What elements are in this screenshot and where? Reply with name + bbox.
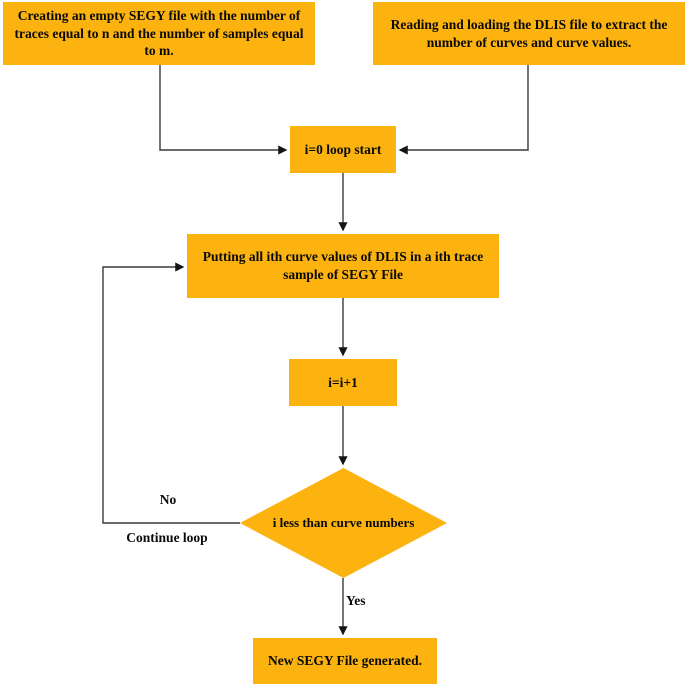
node-segy-generated-label: New SEGY File generated. — [268, 653, 422, 669]
node-put-curve-values-label: Putting all ith curve values of DLIS in … — [202, 249, 484, 282]
node-decision-label: i less than curve numbers — [272, 515, 415, 531]
node-read-dlis-file: Reading and loading the DLIS file to ext… — [373, 2, 685, 65]
edge-read-to-loopstart — [398, 65, 529, 155]
node-create-segy-label: Creating an empty SEGY file with the num… — [14, 7, 304, 59]
node-segy-generated: New SEGY File generated. — [253, 638, 437, 684]
edge-label-no: No — [159, 492, 177, 507]
node-increment-i: i=i+1 — [289, 359, 397, 406]
node-create-segy-file: Creating an empty SEGY file with the num… — [3, 2, 315, 65]
node-increment-i-label: i=i+1 — [328, 374, 358, 390]
edge-label-continue-loop: Continue loop — [126, 530, 208, 545]
node-loop-start: i=0 loop start — [290, 126, 396, 173]
edge-label-yes: Yes — [346, 593, 366, 608]
node-put-curve-values: Putting all ith curve values of DLIS in … — [187, 234, 499, 298]
edge-decision-no-loopback — [102, 262, 240, 524]
node-loop-start-label: i=0 loop start — [304, 141, 382, 157]
edge-create-to-loopstart — [159, 65, 288, 155]
node-read-dlis-label: Reading and loading the DLIS file to ext… — [390, 16, 668, 50]
